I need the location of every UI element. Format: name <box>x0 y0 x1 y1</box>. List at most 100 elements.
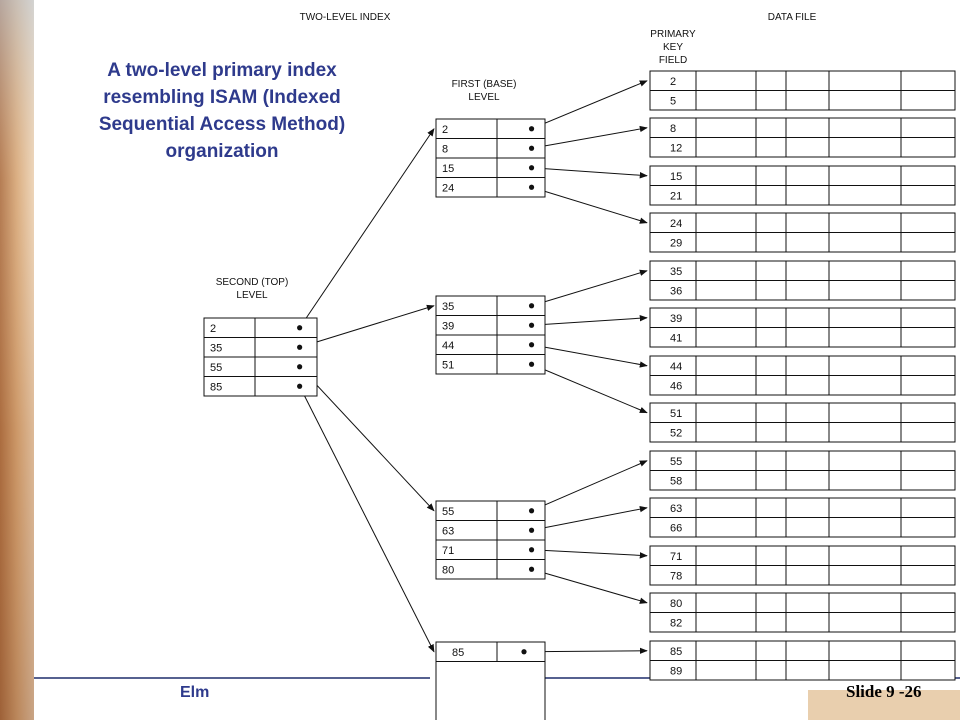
index-key: 35 <box>442 301 454 313</box>
first-level-block: 35 39 44 51 <box>435 295 546 375</box>
pointer-dot <box>528 527 535 533</box>
record-key: 66 <box>670 523 682 535</box>
record-key: 15 <box>670 171 682 183</box>
pointer-arrow <box>531 344 648 368</box>
record-key: 2 <box>670 76 676 88</box>
record-key: 29 <box>670 238 682 250</box>
data-block: 63 66 <box>649 497 956 538</box>
data-block: 44 46 <box>649 355 956 396</box>
pointer-arrow <box>531 568 648 604</box>
primary-key-heading: KEY <box>663 42 683 53</box>
index-key: 35 <box>210 343 222 355</box>
record-key: 89 <box>670 666 682 678</box>
pointer-arrow <box>531 505 648 531</box>
index-key: 51 <box>442 360 454 372</box>
pointer-arrow <box>531 549 648 559</box>
footer: Elm Slide 9 -26 <box>34 677 960 701</box>
pointer-dot <box>297 383 303 389</box>
data-block: 8 12 <box>649 117 956 158</box>
pointer-arrow <box>531 125 648 149</box>
first-level-heading: LEVEL <box>468 92 500 103</box>
record-key: 51 <box>670 408 682 420</box>
pointer-dot <box>528 342 535 348</box>
index-key: 80 <box>442 565 454 577</box>
record-key: 82 <box>670 618 682 630</box>
slide-number: Slide 9 -26 <box>846 682 922 701</box>
table-outline <box>435 641 546 720</box>
index-key: 15 <box>442 163 454 175</box>
first-level-block: 2 8 15 24 <box>435 118 546 198</box>
record-key: 78 <box>670 571 682 583</box>
index-key: 55 <box>210 362 222 374</box>
index-key: 63 <box>442 526 454 538</box>
record-key: 5 <box>670 96 676 108</box>
data-block: 71 78 <box>649 545 956 586</box>
index-key: 2 <box>210 323 216 335</box>
index-key: 8 <box>442 144 448 156</box>
second-level-heading: LEVEL <box>236 290 268 301</box>
data-block: 85 89 <box>649 640 956 681</box>
record-key: 8 <box>670 123 676 135</box>
pointer-arrow <box>299 366 435 512</box>
record-key: 71 <box>670 551 682 563</box>
record-key: 44 <box>670 361 682 373</box>
record-key: 41 <box>670 333 682 345</box>
index-key: 2 <box>442 124 448 136</box>
pointer-arrow <box>299 304 435 348</box>
first-level-heading: FIRST (BASE) <box>452 79 517 90</box>
index-key: 55 <box>442 506 454 518</box>
index-key: 85 <box>452 647 464 659</box>
record-key: 24 <box>670 218 682 230</box>
pointer-arrow <box>531 167 648 179</box>
title-line: A two-level primary index <box>107 60 337 81</box>
pointer-dot <box>528 508 535 514</box>
pointer-arrow <box>299 386 435 653</box>
primary-key-heading: FIELD <box>659 55 687 66</box>
pointer-dot <box>528 322 535 328</box>
second-level-heading: SECOND (TOP) <box>216 277 289 288</box>
pointer-dot <box>528 145 535 151</box>
data-block: 51 52 <box>649 402 956 443</box>
pointer-dot <box>528 566 535 572</box>
pointer-arrow <box>531 186 648 224</box>
pointer-dot <box>528 303 535 309</box>
first-level-block: 85 <box>435 641 546 720</box>
title-line: Sequential Access Method) <box>99 114 345 135</box>
pointer-dot <box>297 344 303 350</box>
pointer-dot <box>528 126 535 132</box>
record-key: 58 <box>670 476 682 488</box>
index-key: 24 <box>442 183 454 195</box>
two-level-index-heading: TWO-LEVEL INDEX <box>300 12 391 23</box>
data-file-blocks: 2581215212429353639414446515255586366717… <box>649 70 956 681</box>
record-key: 46 <box>670 381 682 393</box>
title-line: resembling ISAM (Indexed <box>103 87 341 108</box>
index-key: 44 <box>442 340 454 352</box>
record-key: 12 <box>670 143 682 155</box>
record-key: 39 <box>670 313 682 325</box>
headings: TWO-LEVEL INDEX DATA FILE PRIMARY KEY FI… <box>216 12 817 301</box>
data-block: 25 <box>649 70 956 111</box>
pointer-arrows <box>299 80 648 655</box>
pointer-arrow <box>299 128 435 329</box>
footer-text: Elm <box>180 684 209 701</box>
pointer-arrow <box>531 315 648 326</box>
record-key: 35 <box>670 266 682 278</box>
record-key: 52 <box>670 428 682 440</box>
pointer-dot <box>297 364 303 370</box>
pointer-arrow <box>531 80 648 130</box>
pointer-arrow <box>531 363 648 414</box>
pointer-dot <box>528 184 535 190</box>
data-file-heading: DATA FILE <box>768 12 817 23</box>
index-key: 39 <box>442 321 454 333</box>
record-key: 63 <box>670 503 682 515</box>
record-key: 85 <box>670 646 682 658</box>
data-block: 39 41 <box>649 307 956 348</box>
slide-title: A two-level primary index resembling ISA… <box>99 60 345 162</box>
